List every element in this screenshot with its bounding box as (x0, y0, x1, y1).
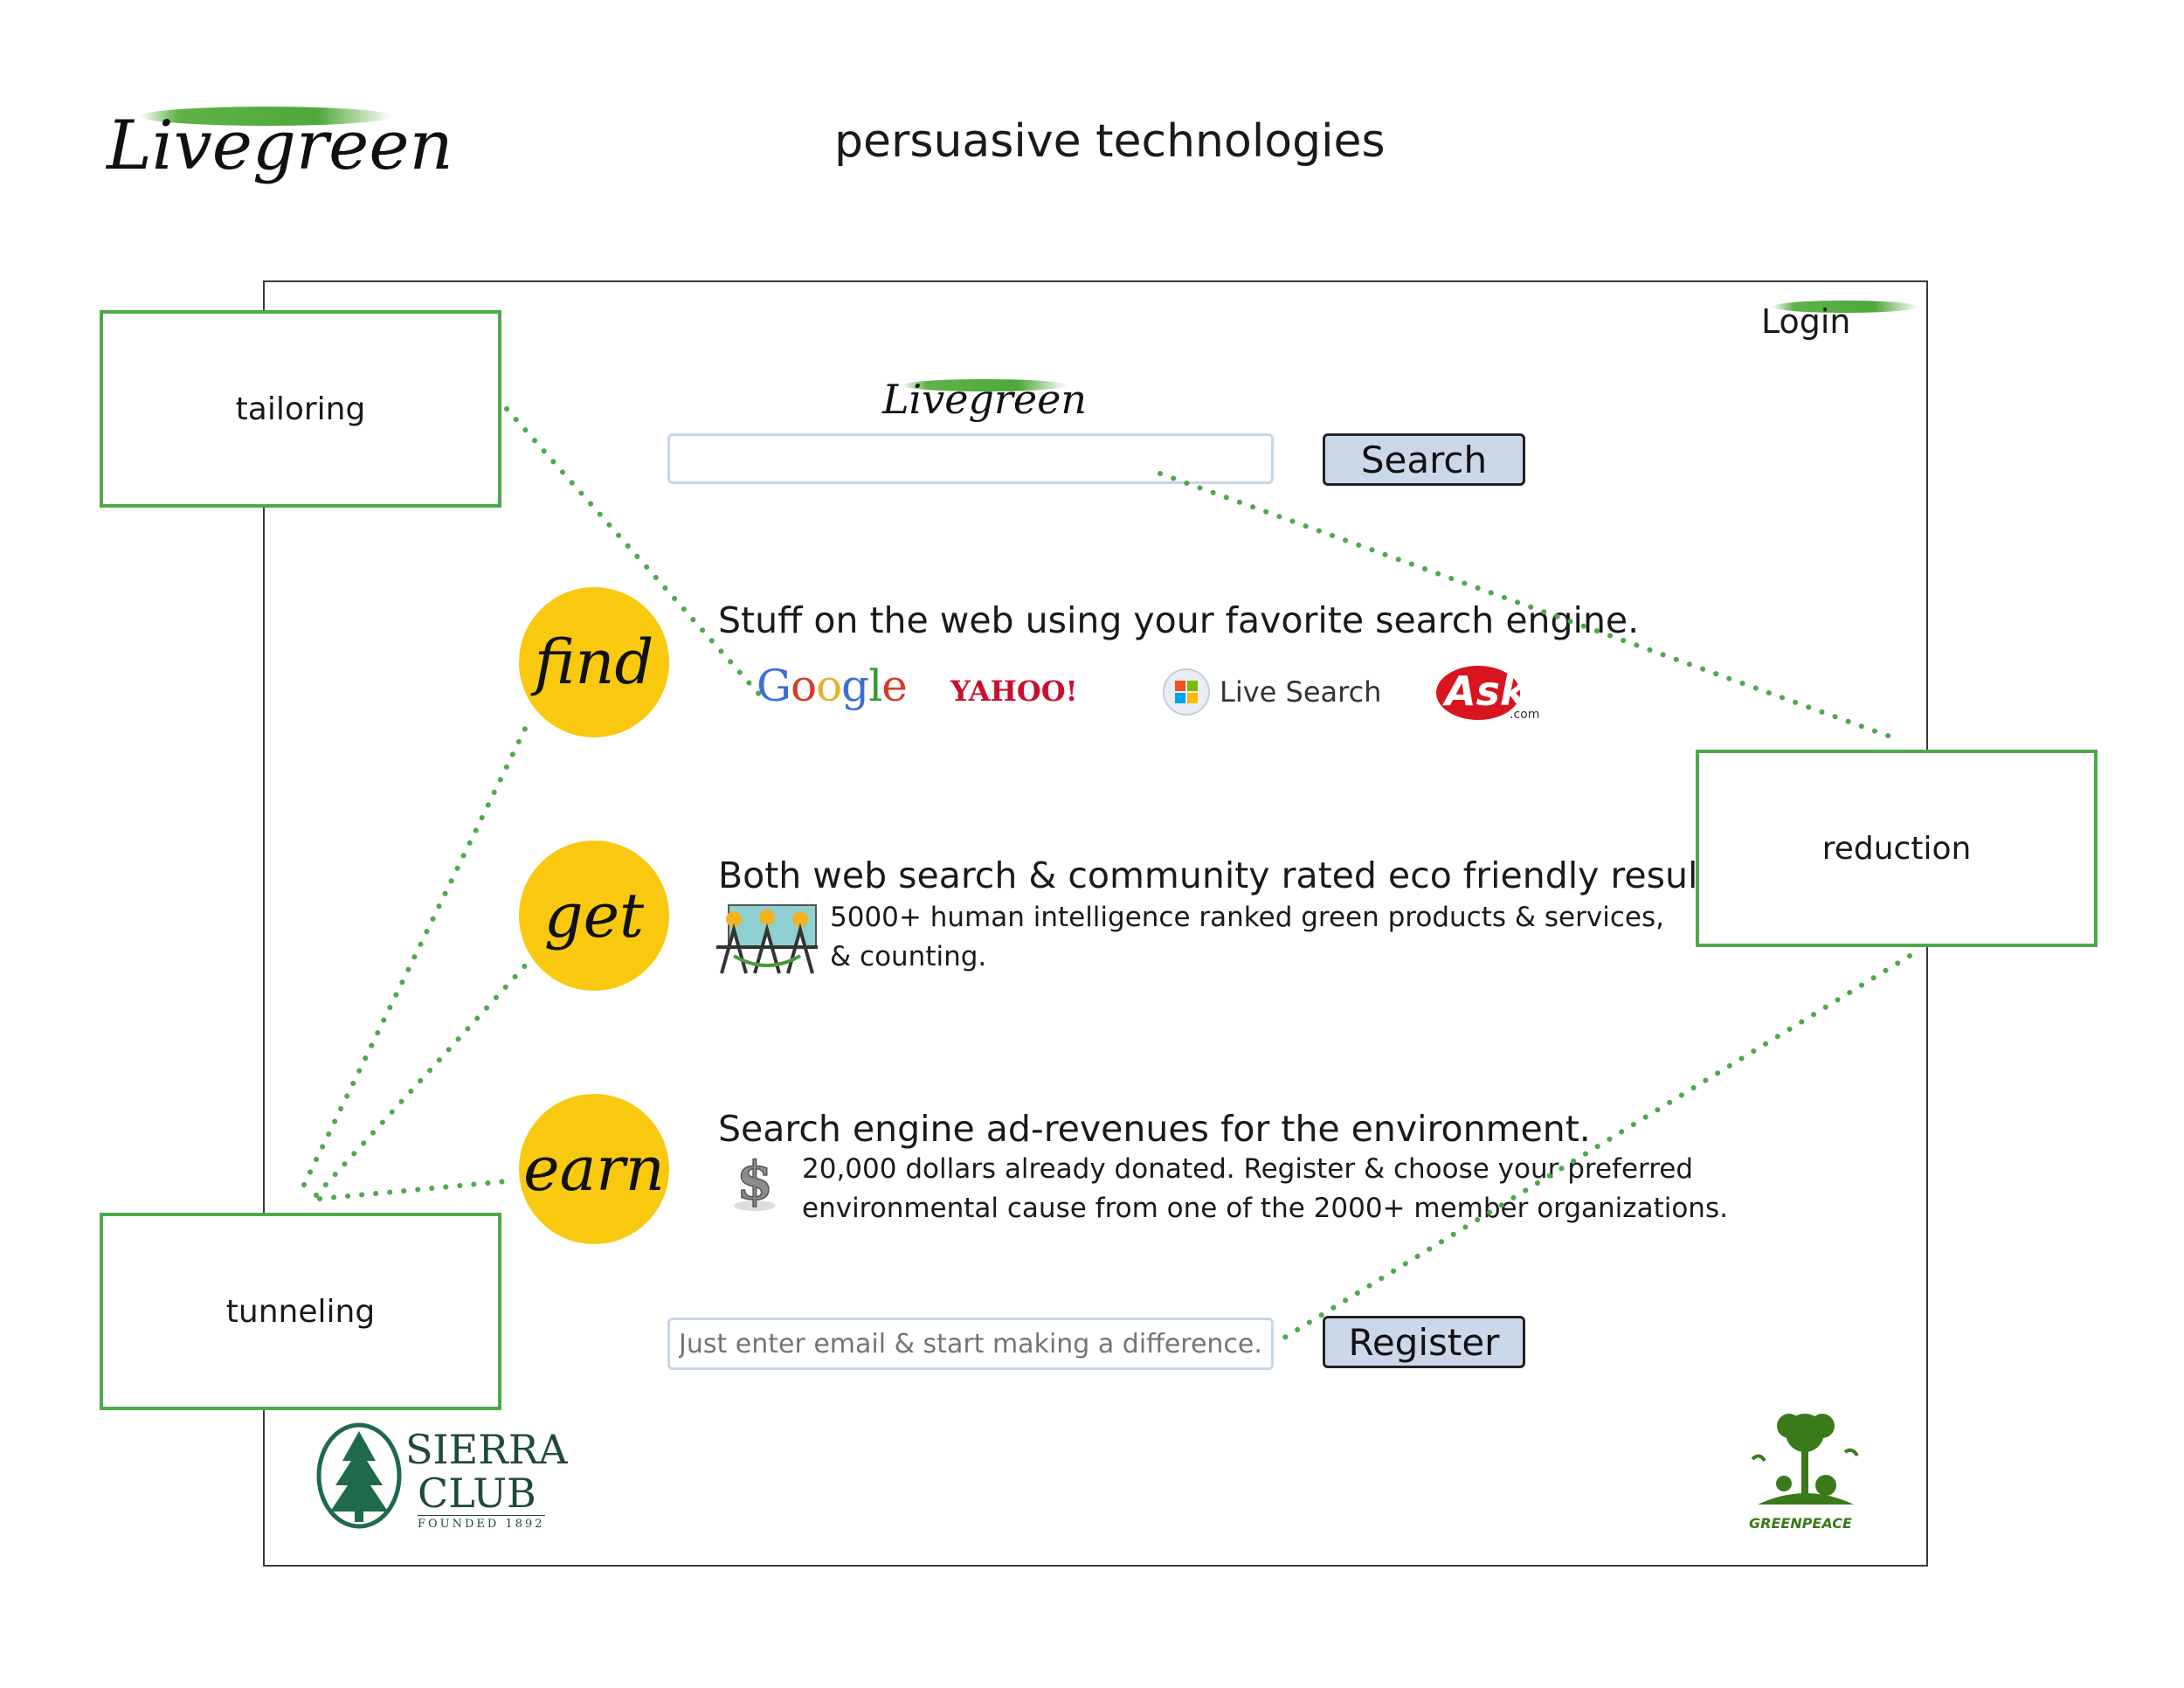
get-line-1: 5000+ human intelligence ranked green pr… (830, 902, 1664, 933)
people-icon (716, 904, 818, 974)
badge-find: find (519, 587, 669, 737)
annotation-tailoring: tailoring (100, 310, 501, 508)
ask-dotcom: .com (1510, 708, 1540, 722)
mockup-logo: Livegreen (882, 376, 1087, 423)
live-search-logo[interactable]: Live Search (1162, 668, 1381, 716)
get-headline: Both web search & community rated eco fr… (718, 854, 1742, 896)
annotation-reduction-label: reduction (1821, 830, 1972, 867)
search-input[interactable] (667, 433, 1274, 484)
tree-animals-icon (1751, 1414, 1859, 1505)
logo-brush (140, 107, 393, 126)
badge-get: get (519, 841, 669, 991)
sierra-club-founded: FOUNDED 1892 (418, 1515, 545, 1531)
page-title: persuasive technologies (834, 115, 1386, 168)
register-button[interactable]: Register (1323, 1316, 1525, 1368)
ask-logo[interactable]: Ask .com (1436, 664, 1539, 722)
pine-tree-icon (316, 1422, 402, 1529)
dollar-icon: $ (734, 1150, 776, 1213)
annotation-tunneling-label: tunneling (225, 1293, 376, 1330)
mockup-logo-brush (902, 379, 1068, 391)
email-input[interactable] (667, 1318, 1274, 1370)
annotation-tunneling: tunneling (100, 1213, 501, 1410)
search-button[interactable]: Search (1323, 433, 1525, 486)
earn-line-1: 20,000 dollars already donated. Register… (802, 1153, 1694, 1185)
get-line-2: & counting. (830, 941, 987, 972)
login-link[interactable]: Login (1761, 302, 1851, 341)
badge-earn-label: earn (523, 1133, 665, 1205)
svg-text:$: $ (736, 1151, 773, 1212)
annotation-tailoring-label: tailoring (235, 391, 366, 427)
login-brush (1772, 301, 1918, 313)
find-headline: Stuff on the web using your favorite sea… (718, 599, 1640, 641)
badge-earn: earn (519, 1094, 669, 1244)
annotation-reduction: reduction (1696, 750, 2098, 947)
live-search-label: Live Search (1220, 675, 1382, 709)
earn-headline: Search engine ad-revenues for the enviro… (718, 1108, 1591, 1150)
windows-flag-icon (1163, 668, 1210, 716)
sierra-club-word-1: SIERRA (405, 1426, 568, 1473)
sierra-club-word-2: CLUB (418, 1470, 536, 1517)
badge-find-label: find (534, 626, 654, 698)
yahoo-logo[interactable]: YAHOO! (950, 675, 1078, 708)
header-logo: Livegreen (107, 107, 453, 185)
greenpeace-label: GREENPEACE (1749, 1515, 1852, 1532)
badge-get-label: get (543, 880, 645, 951)
google-logo[interactable]: Google (757, 661, 908, 711)
earn-line-2: environmental cause from one of the 2000… (802, 1193, 1728, 1224)
